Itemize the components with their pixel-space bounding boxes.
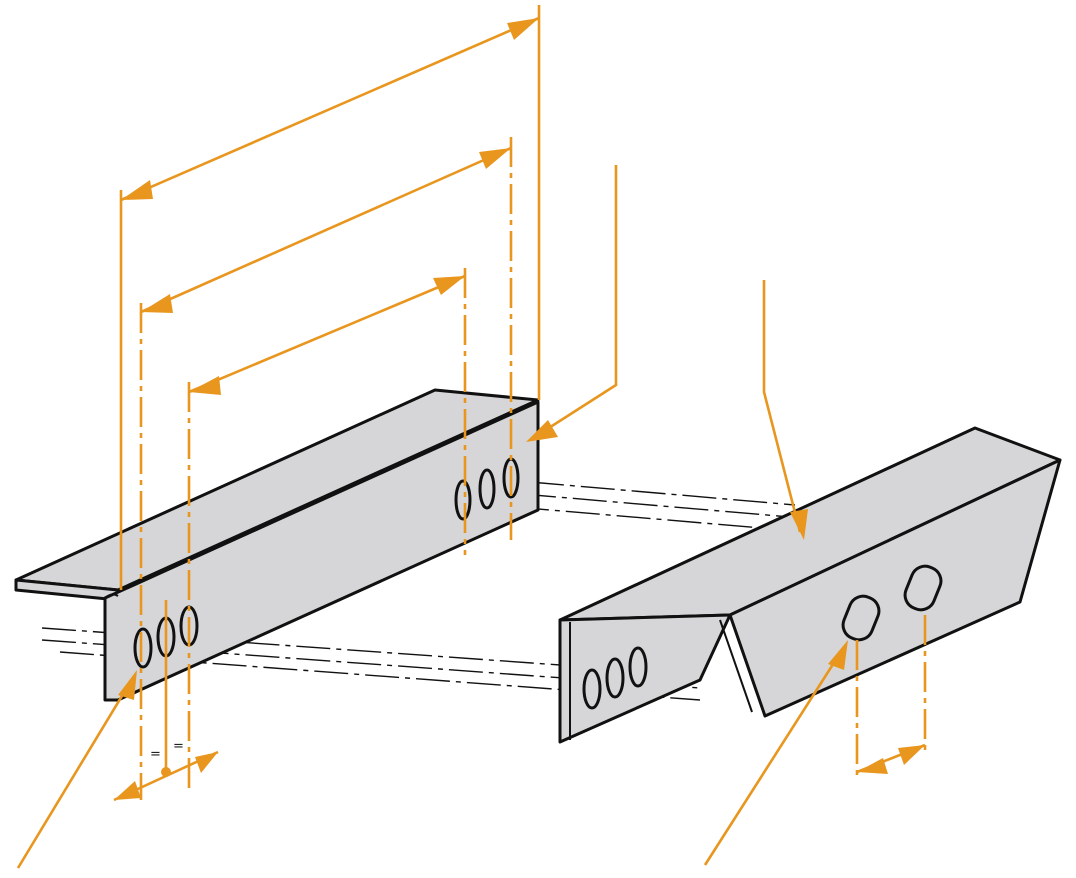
right-stiffener-bracket [558, 426, 1062, 744]
hole-spacing-center-dot [161, 767, 171, 777]
right-bracket-hole-1 [582, 668, 602, 710]
left-angle-bracket [14, 388, 540, 702]
arrowhead-slot-left [857, 758, 888, 774]
dimension-line-hole-pitch-outer [140, 146, 512, 314]
left-bracket-bend-line [117, 399, 539, 591]
left-bracket-hole-1 [133, 627, 153, 669]
left-bracket-hole-5 [478, 468, 496, 510]
right-bracket-bevel-edge [719, 619, 753, 713]
arrowhead-inner-left [189, 376, 221, 395]
arrowhead-leader-flange [790, 509, 808, 540]
arrowhead-outer-right [479, 148, 511, 169]
left-bracket-hole-4 [454, 479, 472, 521]
leader-line-rear-holes [529, 165, 618, 442]
arrowhead-spacing-left [114, 781, 141, 800]
leader-line-slot [703, 646, 846, 866]
dimension-lines [16, 5, 927, 869]
right-bracket-hole-3 [628, 646, 648, 688]
right-bracket-hole-2 [605, 657, 625, 699]
arrowhead-leader-rear [526, 420, 558, 442]
leader-line-front-holes [16, 675, 136, 869]
centerline-rear-2 [521, 493, 791, 518]
centerline-rear-1 [529, 481, 796, 506]
arrowhead-overall-left [121, 180, 153, 200]
left-bracket-inner-corner [104, 593, 119, 599]
dimension-line-overall-length [120, 16, 540, 202]
arrowhead-spacing-right [195, 752, 218, 773]
arrowhead-leader-slot [828, 640, 848, 670]
centerline-rear-3 [514, 506, 786, 531]
arrowheads [114, 18, 925, 800]
right-bracket-slot-2 [903, 564, 943, 612]
arrowhead-outer-left [141, 294, 173, 313]
arrowhead-leader-front [118, 670, 137, 700]
right-bracket-slot-1 [841, 594, 881, 642]
arrowhead-inner-right [433, 276, 465, 295]
equal-mark-left: = [150, 747, 161, 762]
arrowhead-slot-right [898, 745, 925, 765]
leader-line-flange [762, 280, 802, 533]
arrowhead-overall-right [507, 18, 539, 40]
equal-mark-right: = [173, 739, 184, 754]
dimension-line-hole-pitch-inner [188, 274, 466, 394]
right-bracket-side-face [728, 458, 1062, 718]
